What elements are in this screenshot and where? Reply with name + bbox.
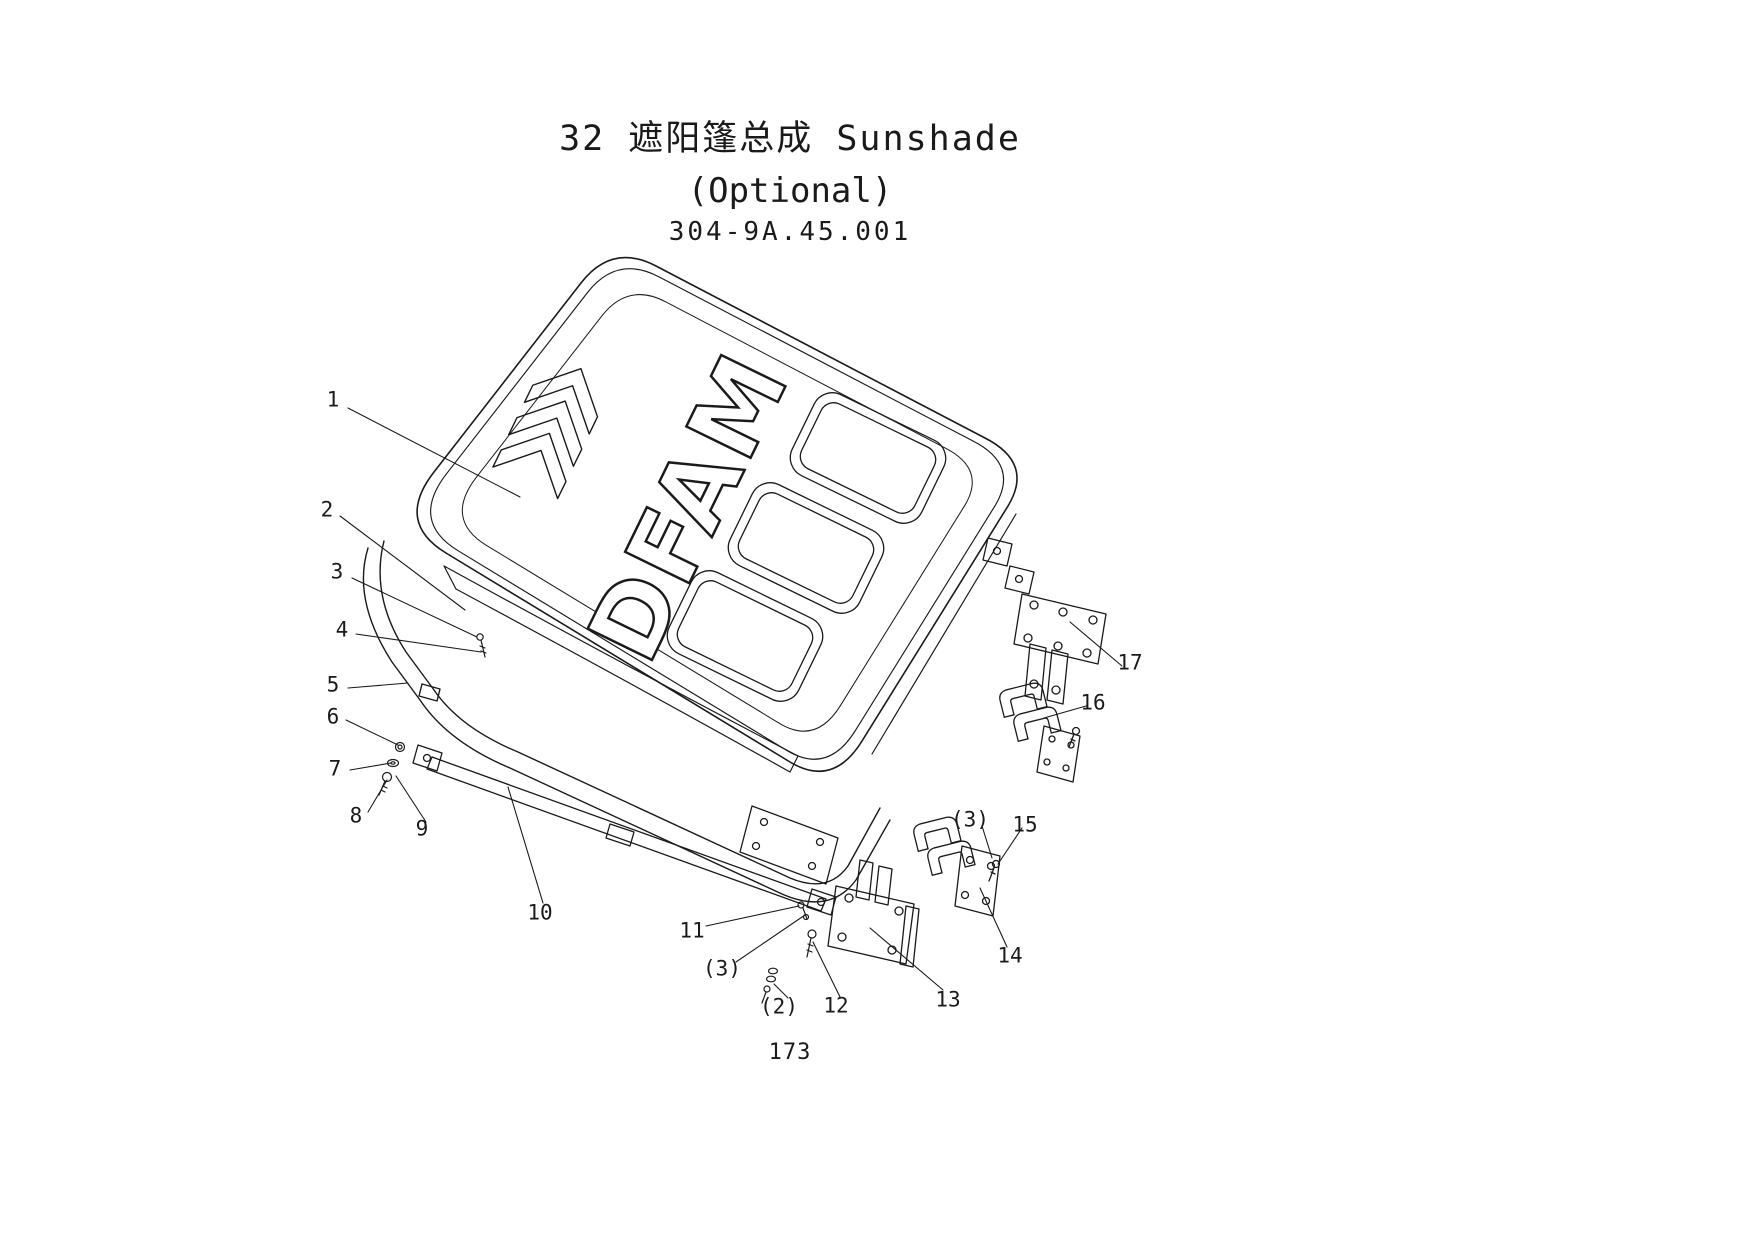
callout-17: 17 xyxy=(1117,650,1143,675)
canopy-hinge-lugs xyxy=(982,537,1035,595)
callout-12: 12 xyxy=(823,993,849,1018)
callout-7: 7 xyxy=(328,756,342,781)
vent-recess-middle xyxy=(727,482,885,614)
callout-4: 4 xyxy=(335,617,349,642)
bracket-13 xyxy=(827,859,920,968)
callout-8: 8 xyxy=(349,803,363,828)
vent-recess-top xyxy=(789,392,947,524)
lower-fastener-cluster xyxy=(761,901,817,1004)
frame-rear-plate xyxy=(739,805,839,885)
left-fastener-cluster xyxy=(378,741,406,796)
callout-14: 14 xyxy=(997,943,1023,968)
bracket-14 xyxy=(954,845,1001,917)
bracket-17 xyxy=(1013,593,1107,705)
callout-qty-3-a: (3) xyxy=(703,956,741,981)
logo-text: DFAM xyxy=(567,335,813,678)
title-block: 32 遮阳篷总成 Sunshade (Optional) 304-9A.45.0… xyxy=(559,110,1021,247)
logo-mark-chevrons xyxy=(492,367,599,500)
support-rod xyxy=(412,744,837,916)
page-subtitle: (Optional) xyxy=(687,171,893,211)
sunshade-canopy xyxy=(416,256,1018,772)
callout-5: 5 xyxy=(326,672,340,697)
callout-9: 9 xyxy=(415,816,429,841)
page-number: 173 xyxy=(768,1040,812,1065)
vent-recess-bottom xyxy=(666,570,824,702)
callout-leader-lines xyxy=(339,407,1123,999)
page-title: 32 遮阳篷总成 Sunshade xyxy=(559,119,1021,159)
part-code: 304-9A.45.001 xyxy=(668,217,912,247)
brim-screw xyxy=(476,633,487,658)
callout-13: 13 xyxy=(935,987,961,1012)
clamp-plate-right xyxy=(1036,725,1081,783)
canopy-brim-strip xyxy=(443,565,799,773)
callout-16: 16 xyxy=(1080,690,1106,715)
callout-10: 10 xyxy=(527,900,553,925)
callout-qty-2: (2) xyxy=(760,994,798,1019)
callout-1: 1 xyxy=(326,387,340,412)
callout-15: 15 xyxy=(1012,812,1038,837)
callout-6: 6 xyxy=(326,704,340,729)
callout-11: 11 xyxy=(679,918,705,943)
callout-3: 3 xyxy=(330,559,344,584)
callout-2: 2 xyxy=(320,497,334,522)
callout-qty-3-b: (3) xyxy=(951,807,989,832)
